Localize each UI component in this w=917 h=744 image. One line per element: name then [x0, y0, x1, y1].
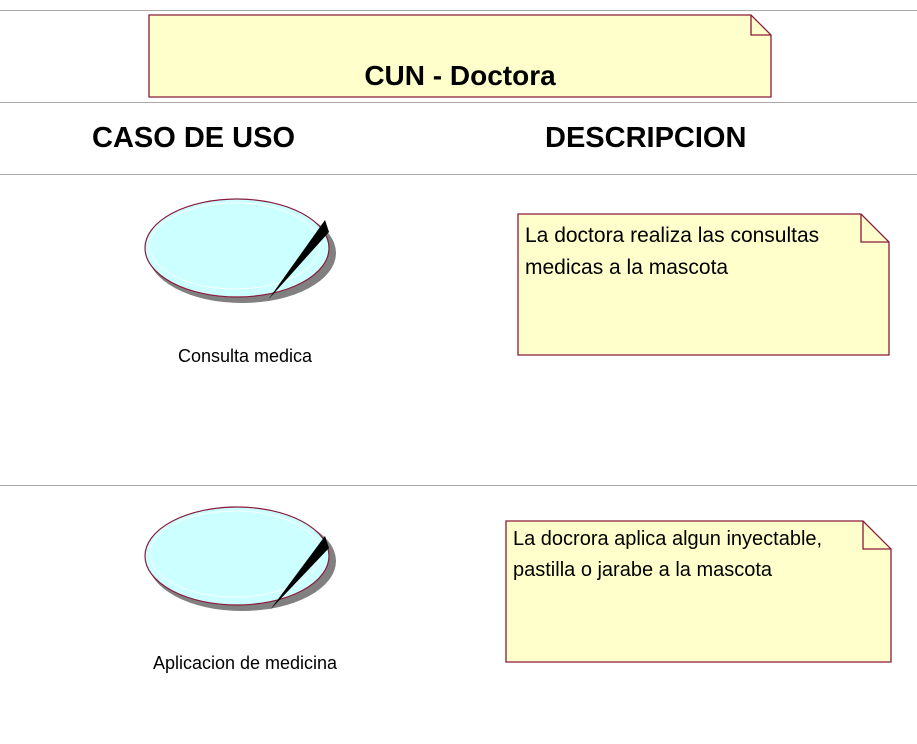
title-note-shape [148, 14, 772, 98]
description-note: La docrora aplica algun inyectable, past… [505, 520, 892, 663]
use-case-consulta-medica[interactable] [144, 194, 344, 314]
header-divider [0, 174, 917, 175]
column-header-description: DESCRIPCION [545, 122, 747, 154]
description-note-shape [517, 213, 890, 356]
description-note-shape [505, 520, 892, 663]
page-title: CUN - Doctora [364, 60, 556, 91]
use-case-label: Aplicacion de medicina [152, 653, 338, 673]
title-note: CUN - Doctora [148, 14, 772, 98]
use-case-label: Consulta medica [177, 346, 313, 366]
use-case-aplicacion-de-medicina[interactable] [144, 502, 344, 622]
row-divider [0, 485, 917, 486]
description-note: La doctora realiza las consultas medicas… [517, 213, 890, 356]
use-case-ellipse-icon [144, 506, 336, 611]
description-text: La docrora aplica algun inyectable, past… [513, 528, 823, 581]
top-divider [0, 10, 917, 11]
description-text: La doctora realiza las consultas medicas… [525, 224, 820, 279]
use-case-ellipse-icon [144, 198, 336, 303]
column-header-use-case: CASO DE USO [92, 122, 296, 154]
title-divider [0, 102, 917, 103]
